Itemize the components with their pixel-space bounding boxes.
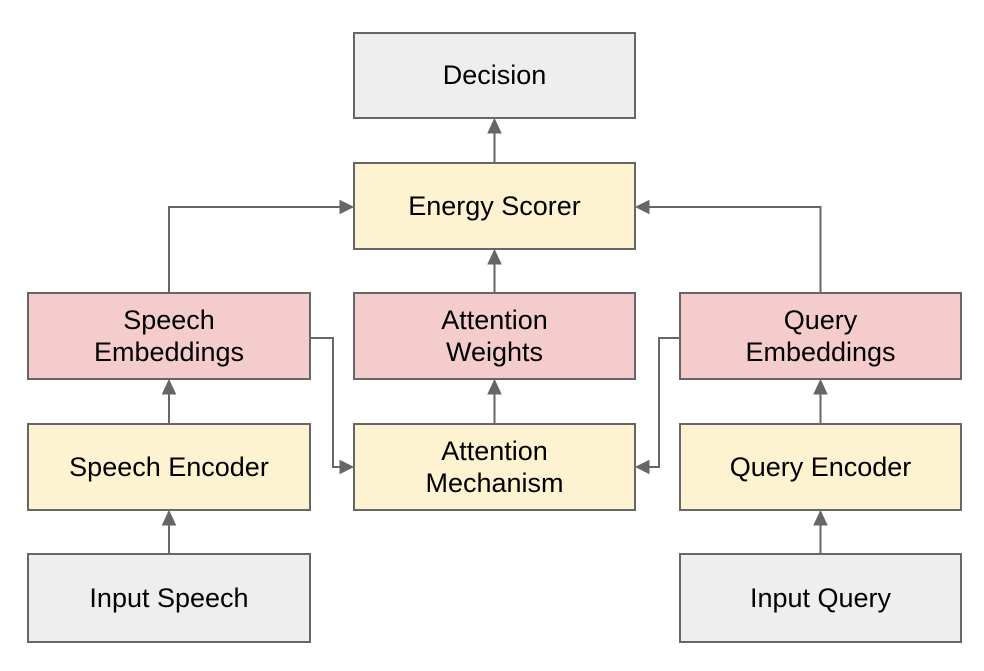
edge-attention-weights-to-energy-scorer (487, 248, 502, 292)
node-decision: Decision (353, 32, 636, 119)
node-energy-scorer: Energy Scorer (353, 162, 636, 250)
edge-energy-scorer-to-decision (487, 117, 502, 162)
edge-query-embeddings-to-attention-mechanism (634, 337, 679, 475)
edge-speech-embeddings-to-attention-mechanism (311, 337, 355, 475)
edge-speech-encoder-to-speech-embeddings (161, 378, 177, 423)
edge-query-encoder-to-query-embeddings (813, 378, 828, 423)
node-query-encoder: Query Encoder (679, 423, 962, 511)
edge-input-speech-to-speech-encoder (161, 509, 177, 553)
edge-input-query-to-query-encoder (813, 509, 828, 553)
node-input-speech: Input Speech (27, 553, 311, 643)
edge-query-embeddings-to-energy-scorer (634, 199, 822, 292)
node-attention-mechanism: Attention Mechanism (353, 423, 636, 511)
node-query-embeddings: Query Embeddings (679, 292, 962, 380)
edge-attention-mechanism-to-attention-weights (487, 378, 502, 423)
node-speech-embeddings: Speech Embeddings (27, 292, 311, 380)
node-speech-encoder: Speech Encoder (27, 423, 311, 511)
node-attention-weights: Attention Weights (353, 292, 636, 380)
node-input-query: Input Query (679, 553, 962, 643)
edge-speech-embeddings-to-energy-scorer (168, 199, 355, 292)
